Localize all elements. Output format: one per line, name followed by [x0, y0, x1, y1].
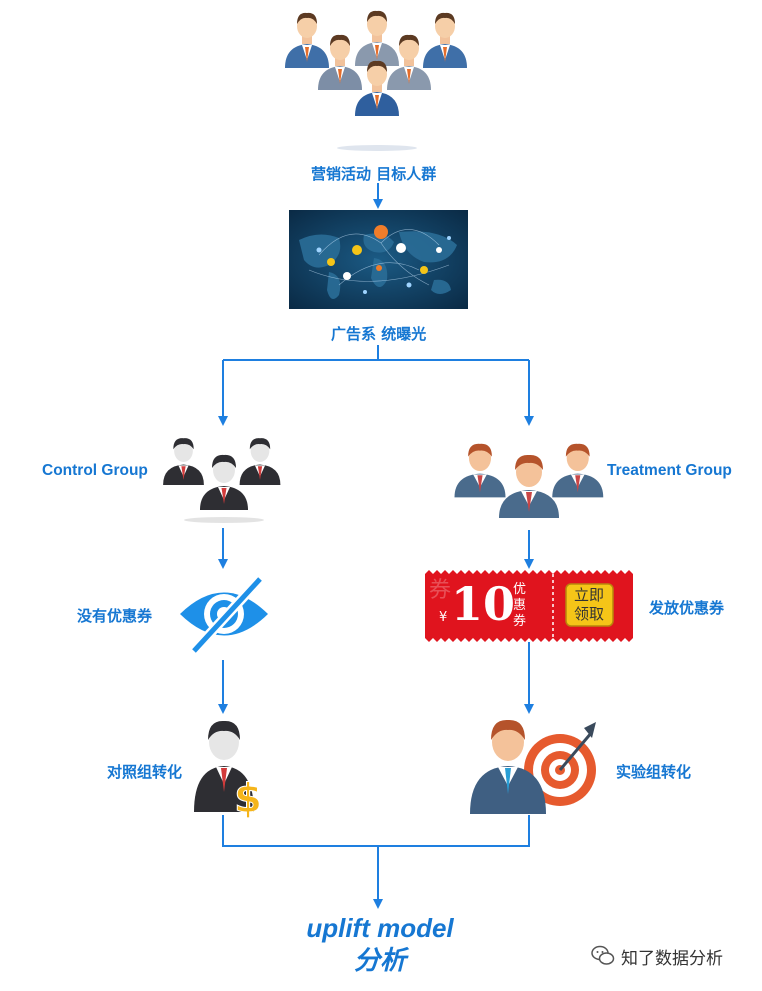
svg-text:$: $ [234, 776, 262, 820]
person-dollar-icon: $ [194, 720, 262, 820]
person-target-icon [470, 719, 596, 814]
coupon-amount: 10 [451, 577, 516, 631]
wechat-icon [591, 945, 615, 965]
control-group-label: Control Group [42, 462, 148, 479]
uplift-title-line1: uplift model [306, 913, 454, 943]
crowd-icon [285, 10, 467, 151]
treatment-group-label: Treatment Group [607, 462, 732, 479]
audience-label: 营销活动 目标人群 [311, 165, 437, 183]
uplift-title: uplift model 分析 [260, 912, 500, 978]
people-dark-icon [163, 438, 281, 523]
coupon-type: 优惠券 [513, 582, 527, 629]
ad-system-label: 广告系 统曝光 [331, 325, 427, 343]
give-coupon-label: 发放优惠券 [649, 599, 725, 617]
coupon-currency: ¥ [439, 610, 448, 625]
uplift-title-line2: 分析 [353, 946, 406, 976]
coupon-watermark: 券 [429, 578, 452, 603]
no-coupon-label: 没有优惠券 [77, 607, 153, 625]
coupon-shape [425, 570, 633, 642]
people-blue-icon [454, 443, 604, 518]
treatment-conversion-label: 实验组转化 [616, 763, 692, 781]
coupon-ticket: 券 ¥ 10 优惠券 立即领取 [425, 570, 633, 642]
world-network-icon [289, 210, 468, 309]
eye-slash-icon [180, 575, 268, 653]
watermark-text: 知了数据分析 [621, 949, 723, 969]
claim-button[interactable]: 立即领取 [573, 586, 604, 623]
control-conversion-label: 对照组转化 [107, 763, 183, 781]
